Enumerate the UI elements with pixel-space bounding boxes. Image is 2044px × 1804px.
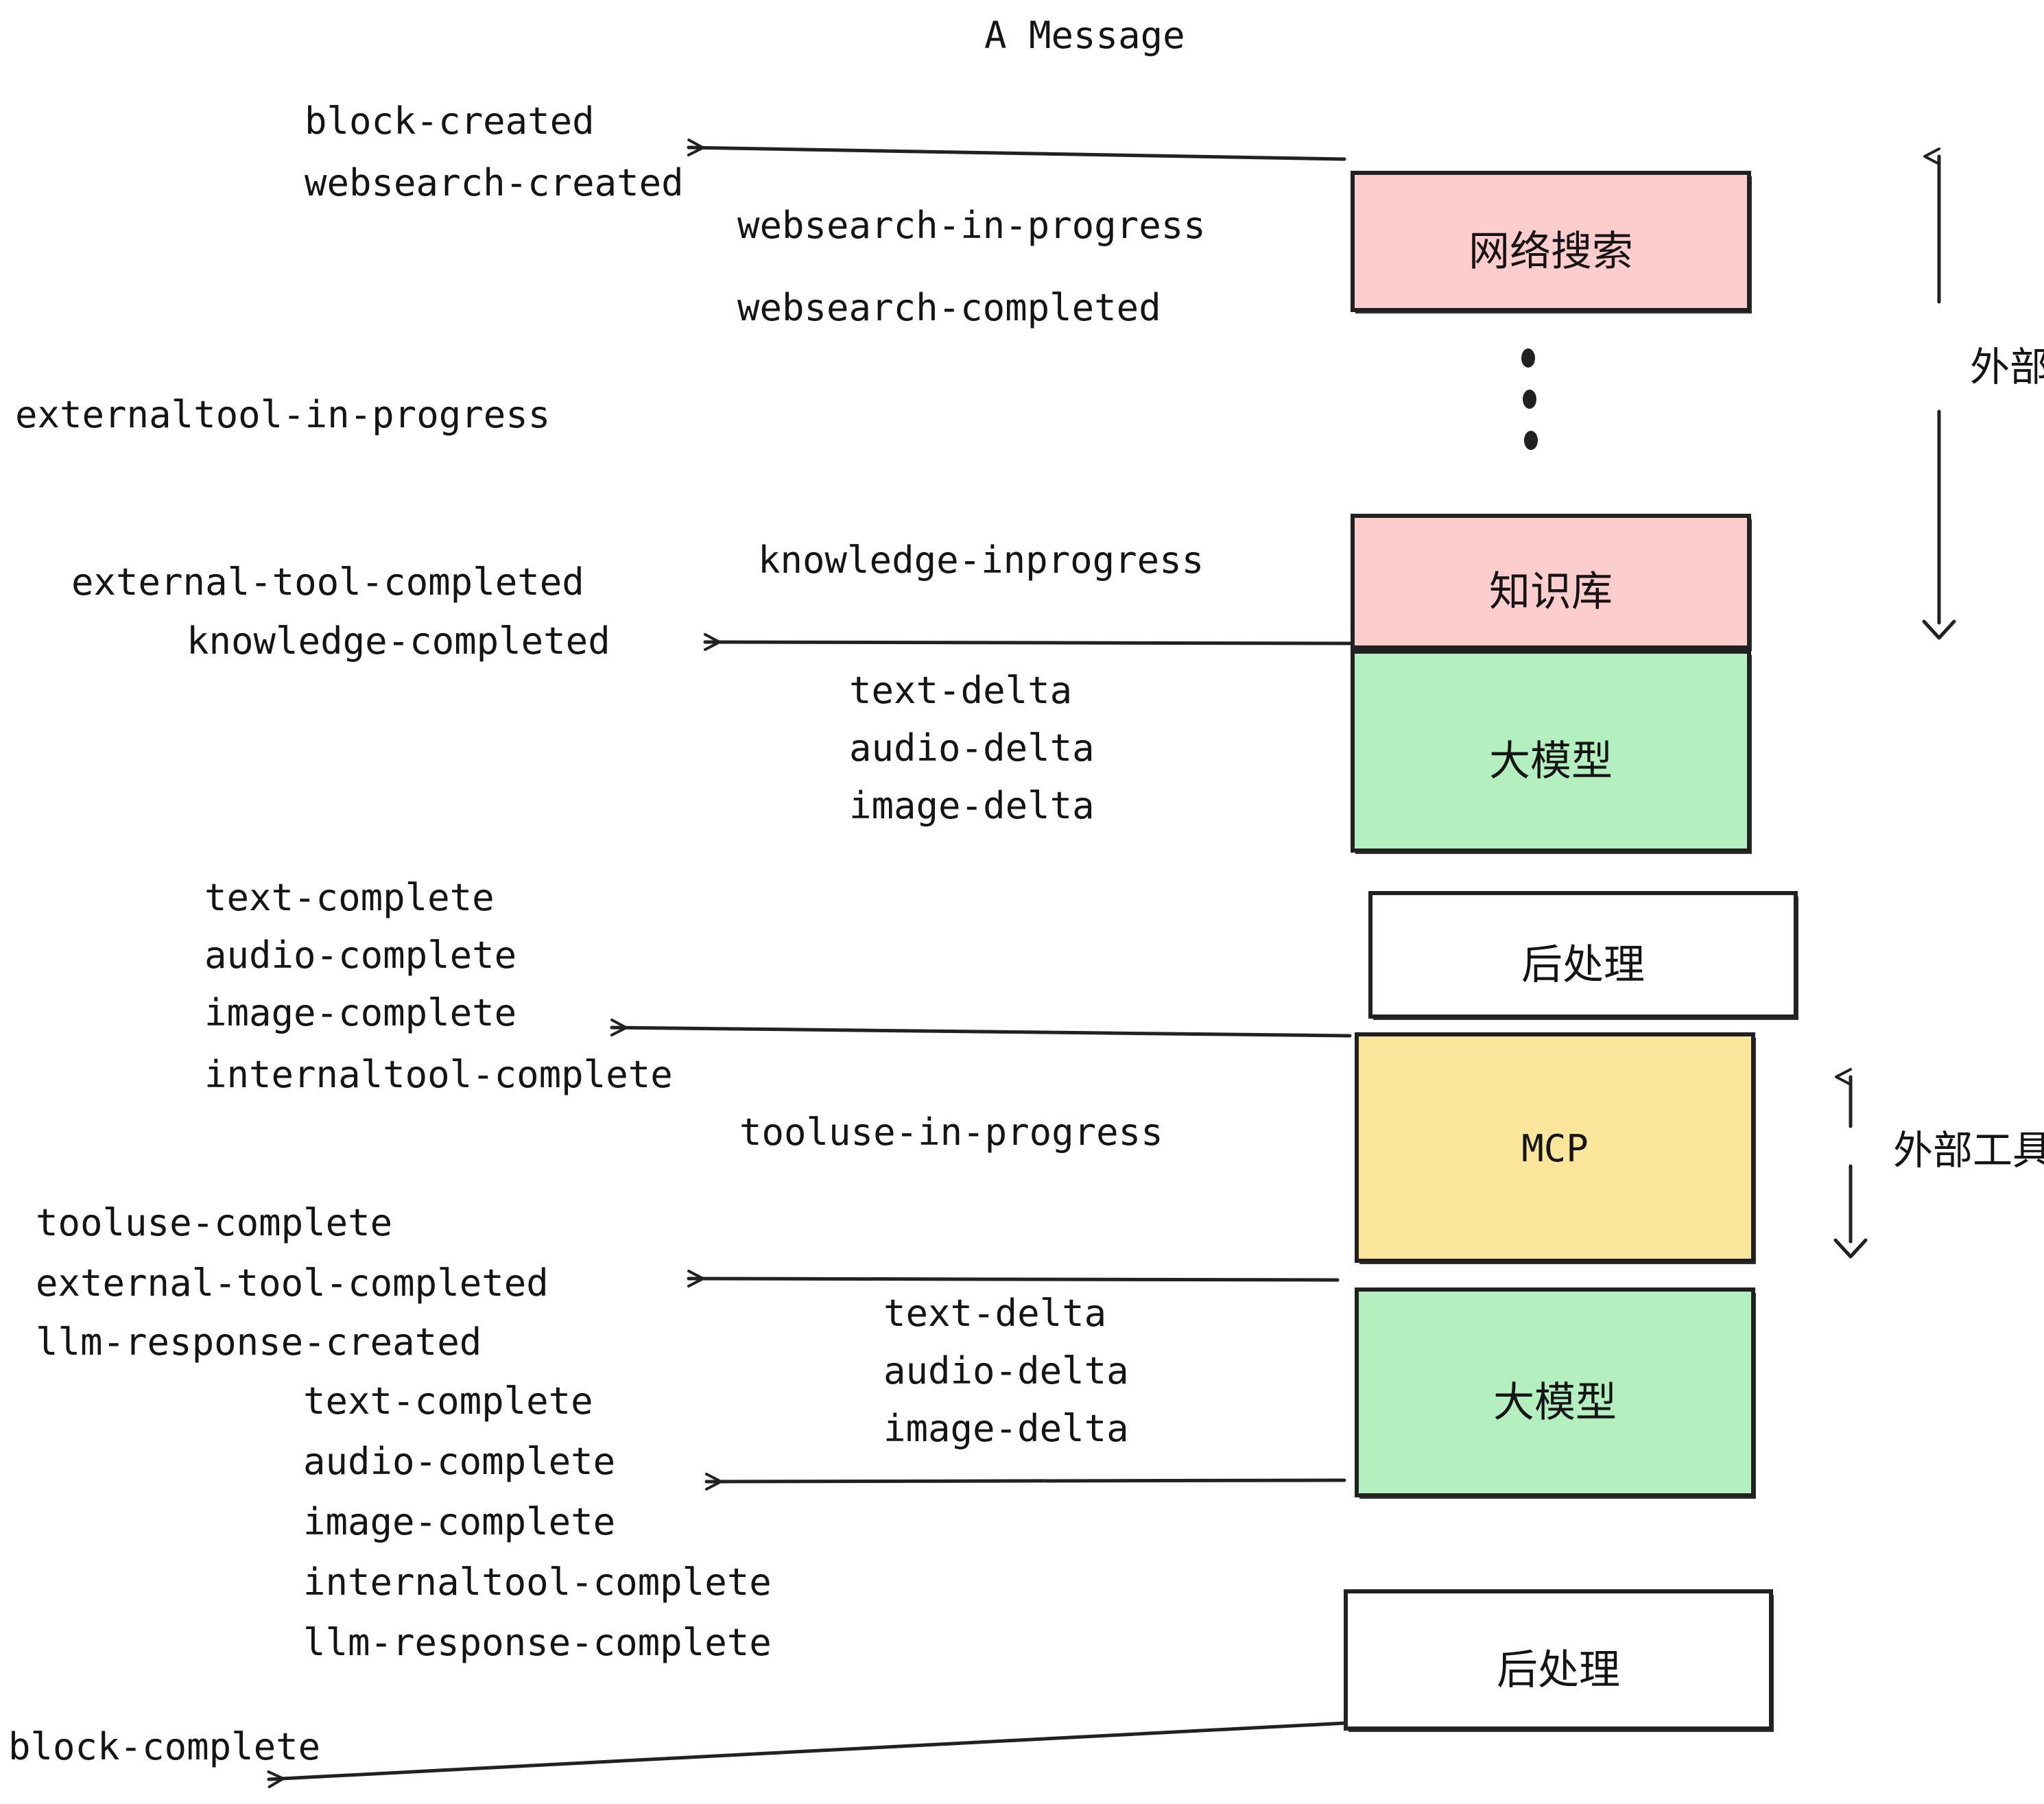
side-label-external-tools-top: 外部工具 xyxy=(1970,344,2044,390)
event-websearch-in-progress: websearch-in-progress xyxy=(737,204,1206,247)
event-image-complete-1: image-complete xyxy=(204,991,517,1034)
event-block-created: block-created xyxy=(305,99,595,143)
arrow-llm-2 xyxy=(704,1473,1346,1491)
box-llm-1 xyxy=(1351,650,1751,853)
event-text-delta-1: text-delta xyxy=(849,669,1073,712)
event-llm-response-created: llm-response-created xyxy=(36,1320,482,1364)
ellipsis-dots xyxy=(1521,348,1538,450)
event-audio-delta-1: audio-delta xyxy=(849,726,1095,770)
event-text-complete-1: text-complete xyxy=(204,876,495,919)
event-audio-complete-1: audio-complete xyxy=(204,934,517,977)
event-audio-complete-2: audio-complete xyxy=(303,1440,616,1483)
box-websearch xyxy=(1351,171,1751,312)
diagram-title: A Message xyxy=(984,14,1185,57)
arrow-websearch xyxy=(687,139,1346,161)
box-llm-2 xyxy=(1355,1287,1755,1497)
side-annotation-arrows xyxy=(1833,147,1956,1259)
box-mcp xyxy=(1355,1032,1755,1263)
box-postprocess-1 xyxy=(1368,891,1798,1019)
event-llm-response-complete: llm-response-complete xyxy=(303,1621,772,1664)
event-audio-delta-2: audio-delta xyxy=(883,1349,1129,1392)
event-knowledge-completed: knowledge-completed xyxy=(187,619,610,663)
side-label-external-tools-bottom: 外部工具 xyxy=(1893,1127,2044,1174)
event-external-tool-completed-2: external-tool-completed xyxy=(36,1261,549,1305)
event-block-complete: block-complete xyxy=(8,1725,321,1768)
event-tooluse-in-progress: tooluse-in-progress xyxy=(739,1111,1163,1154)
arrow-postprocess-2 xyxy=(267,1721,1348,1788)
event-image-delta-1: image-delta xyxy=(849,784,1095,827)
event-websearch-completed: websearch-completed xyxy=(737,286,1161,329)
ellipsis-dot-2 xyxy=(1524,431,1538,450)
event-internaltool-complete-1: internaltool-complete xyxy=(204,1053,673,1096)
event-knowledge-inprogress: knowledge-inprogress xyxy=(758,538,1204,582)
ellipsis-dot-1 xyxy=(1523,390,1536,409)
event-image-complete-2: image-complete xyxy=(303,1500,616,1543)
external-tools-top-down-head xyxy=(1922,619,1956,640)
process-boxes xyxy=(1344,171,1798,1732)
event-internaltool-complete-2: internaltool-complete xyxy=(303,1560,772,1604)
arrow-knowledge xyxy=(703,633,1352,651)
event-image-delta-2: image-delta xyxy=(883,1407,1129,1450)
event-externaltool-in-progress: externaltool-in-progress xyxy=(15,393,551,436)
event-arrows xyxy=(267,139,1352,1788)
box-postprocess-2 xyxy=(1344,1589,1773,1731)
arrow-postprocess-1 xyxy=(610,1019,1352,1038)
external-tools-bottom-down-head xyxy=(1833,1238,1868,1259)
arrow-mcp xyxy=(687,1270,1340,1287)
event-websearch-created: websearch-created xyxy=(305,161,684,204)
event-text-complete-2: text-complete xyxy=(303,1379,593,1423)
event-external-tool-completed-1: external-tool-completed xyxy=(71,560,584,604)
box-knowledge xyxy=(1351,514,1751,650)
event-tooluse-complete: tooluse-complete xyxy=(36,1201,393,1244)
event-text-delta-2: text-delta xyxy=(883,1292,1107,1335)
ellipsis-dot-0 xyxy=(1521,348,1535,368)
